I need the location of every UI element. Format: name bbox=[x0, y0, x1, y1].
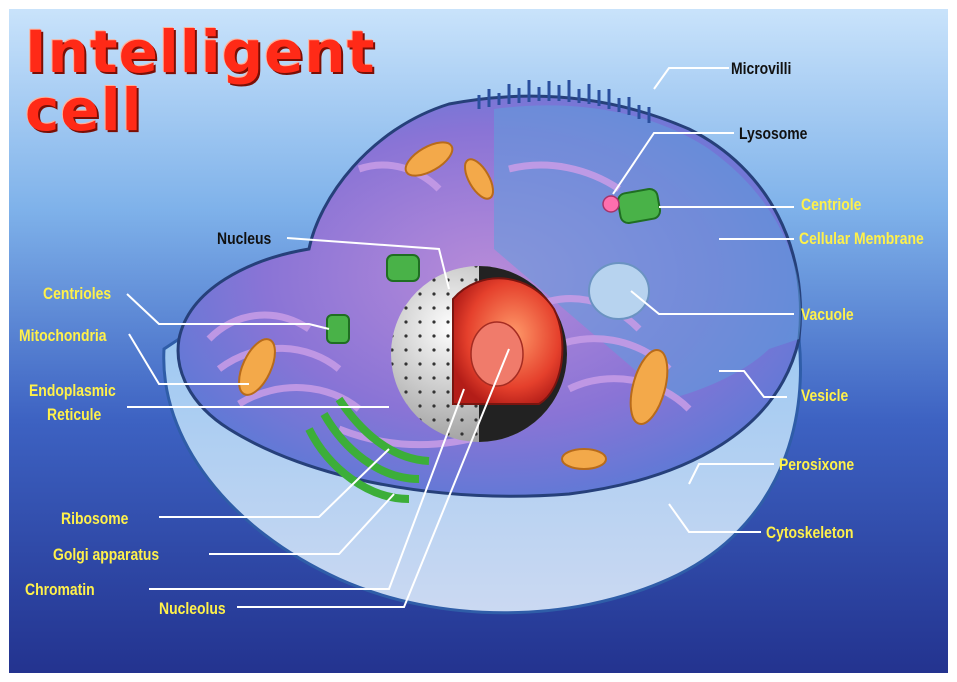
label-cytoskeleton: Cytoskeleton bbox=[766, 523, 854, 543]
label-ribosome: Ribosome bbox=[61, 509, 128, 529]
label-cellular-membrane: Cellular Membrane bbox=[799, 229, 924, 249]
diagram-frame: Intelligent cell Microvilli Lysosome Cen… bbox=[9, 9, 948, 673]
label-microvilli: Microvilli bbox=[731, 59, 791, 79]
nucleus bbox=[391, 266, 567, 442]
title-line-2: cell bbox=[25, 81, 375, 139]
title-line-1: Intelligent bbox=[25, 23, 375, 81]
label-nucleus: Nucleus bbox=[217, 229, 271, 249]
label-vacuole: Vacuole bbox=[801, 305, 854, 325]
vacuole bbox=[589, 263, 649, 319]
label-endoplasmic: Endoplasmic bbox=[29, 381, 116, 401]
diagram-title: Intelligent cell bbox=[25, 23, 375, 139]
label-mitochondria: Mitochondria bbox=[19, 326, 107, 346]
label-chromatin: Chromatin bbox=[25, 580, 95, 600]
label-centriole: Centriole bbox=[801, 195, 861, 215]
label-nucleolus: Nucleolus bbox=[159, 599, 226, 619]
lysosome bbox=[603, 196, 619, 212]
label-centrioles: Centrioles bbox=[43, 284, 111, 304]
label-reticule: Reticule bbox=[47, 405, 101, 425]
label-golgi-apparatus: Golgi apparatus bbox=[53, 545, 159, 565]
label-perosixone: Perosixone bbox=[779, 455, 854, 475]
label-lysosome: Lysosome bbox=[739, 124, 807, 144]
label-vesicle: Vesicle bbox=[801, 386, 848, 406]
